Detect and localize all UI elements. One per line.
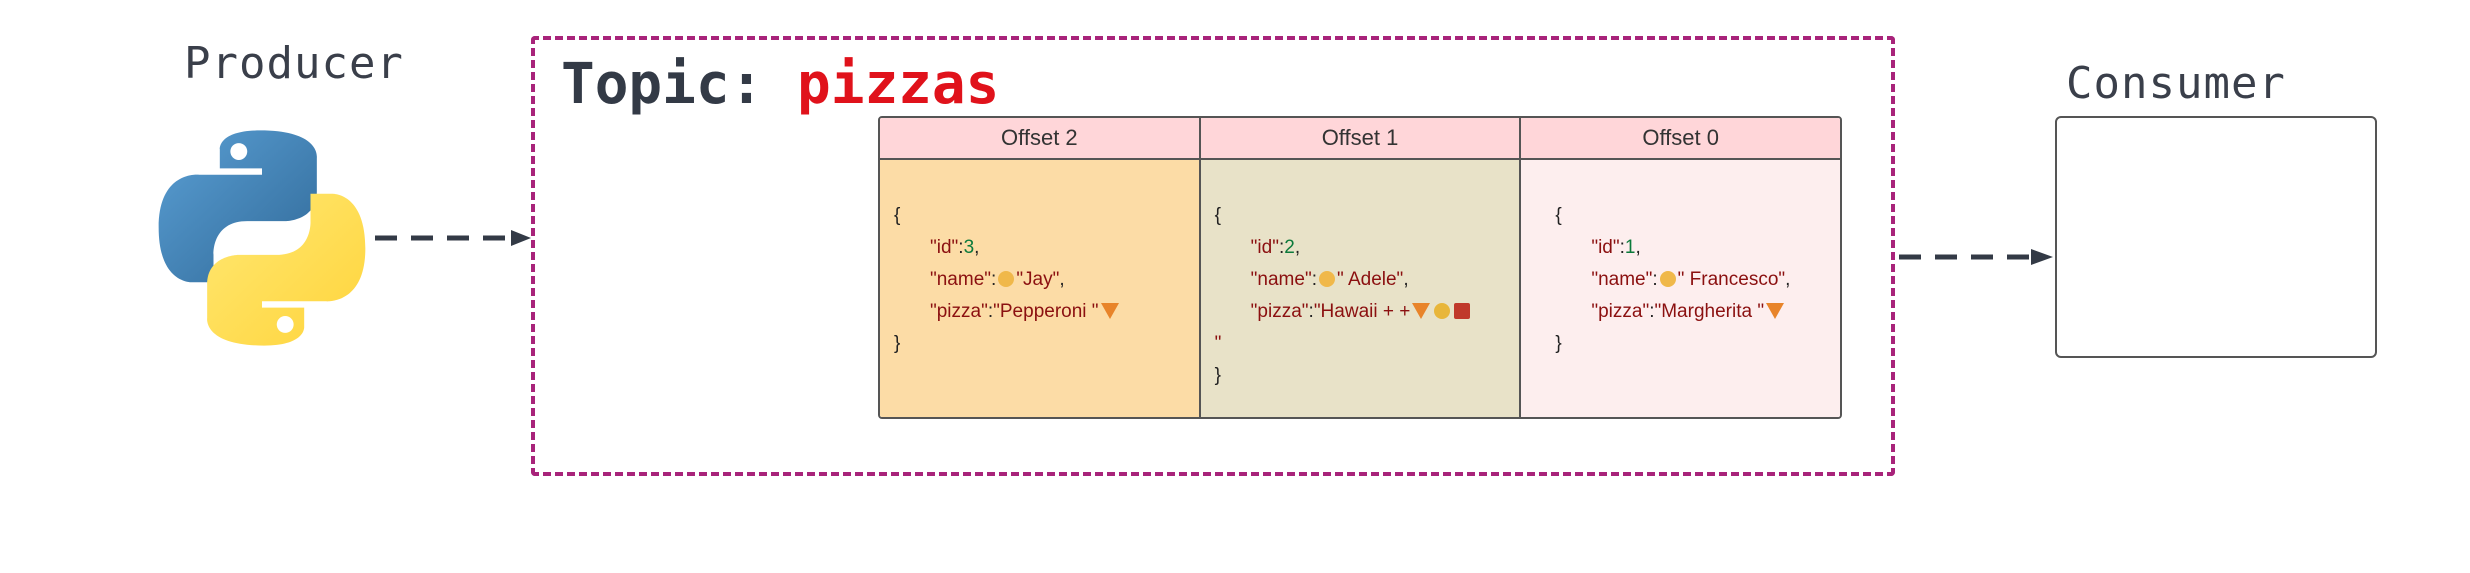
pineapple-emoji-icon — [1434, 303, 1451, 319]
person-emoji-icon — [998, 271, 1015, 287]
offset-header: Offset 1 — [1200, 118, 1520, 160]
topic-container — [531, 36, 1895, 476]
person-emoji-icon — [1659, 271, 1676, 287]
producer-to-topic-arrow — [375, 230, 531, 246]
pizza-emoji-icon — [1766, 303, 1785, 319]
producer-label: Producer — [184, 38, 404, 89]
bacon-emoji-icon — [1454, 303, 1471, 319]
consumer-label: Consumer — [2066, 58, 2286, 109]
offset-header: Offset 2 — [880, 118, 1199, 160]
message-offset-1: Offset 1 { "id":2, "name":" Adele", "piz… — [1200, 118, 1522, 417]
topic-name: pizzas — [797, 52, 1000, 117]
message-offset-0: Offset 0 { "id":1, "name":" Francesco", … — [1521, 118, 1840, 417]
pizza-emoji-icon — [1412, 303, 1431, 319]
person-emoji-icon — [1318, 271, 1335, 287]
message-body: { "id":2, "name":" Adele", "pizza":"Hawa… — [1201, 160, 1520, 417]
message-body: { "id":1, "name":" Francesco", "pizza":"… — [1555, 205, 1791, 354]
offset-header: Offset 0 — [1521, 118, 1840, 160]
partition-log: Offset 2 { "id":3, "name":"Jay", "pizza"… — [878, 116, 1842, 419]
pizza-emoji-icon — [1100, 303, 1119, 319]
topic-title: Topic: pizzas — [561, 52, 999, 117]
topic-to-consumer-arrow — [1899, 249, 2053, 265]
message-body: { "id":3, "name":"Jay", "pizza":"Peppero… — [880, 160, 1199, 417]
consumer-box — [2055, 116, 2377, 358]
python-logo-icon — [158, 130, 366, 346]
topic-prefix: Topic: — [561, 52, 764, 117]
message-offset-2: Offset 2 { "id":3, "name":"Jay", "pizza"… — [880, 118, 1201, 417]
